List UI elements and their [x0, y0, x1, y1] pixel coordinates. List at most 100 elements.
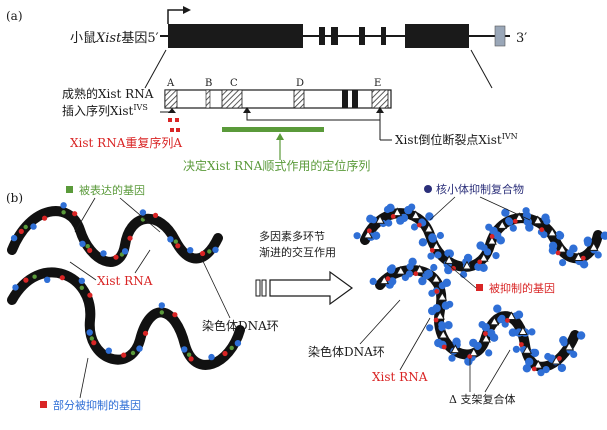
scaffold-triangle: [547, 227, 558, 237]
left-xist-rna-label: Xist RNA: [97, 274, 153, 288]
xist-rna-dot: [59, 275, 65, 281]
expressed-gene-dot: [159, 310, 164, 315]
scaffold-triangle: [532, 215, 543, 225]
repeat-a-mark-3: [170, 128, 174, 132]
right-scaffold-triangles: [363, 207, 599, 369]
nucleolar-complex-blob: [385, 219, 393, 227]
nucleolar-complex-legend: [424, 185, 432, 193]
nucleolar-complex-blob: [541, 213, 550, 222]
progression-arrow: [255, 270, 354, 306]
rna-complex-dot: [139, 209, 147, 216]
xist-rna-dot: [416, 222, 422, 228]
repeat-a-mark-4: [176, 128, 180, 132]
expressed-gene-dot: [130, 350, 136, 356]
xist-rna-dot: [433, 317, 439, 323]
nucleolar-complex-blob: [496, 236, 505, 245]
expansion-line-left: [144, 49, 167, 89]
scaffold-triangle: [487, 235, 497, 245]
nucleolar-complex-blob: [508, 328, 518, 337]
nucleolar-complex-blob: [525, 357, 534, 366]
middle-text-line1: 多因素多环节: [259, 229, 325, 243]
exon-5: [381, 27, 386, 45]
nucleolar-complex-blob: [436, 231, 444, 240]
nucleolar-complex-blob: [438, 324, 446, 332]
expressed-gene-dot: [89, 336, 95, 341]
transcription-start-arrowhead: [183, 6, 191, 14]
xist-rna-dot: [87, 292, 93, 298]
nucleolar-complex-blob: [424, 269, 433, 278]
repeat-a-label: Xist RNA重复序列A: [70, 135, 182, 150]
nucleolar-complex-blob: [489, 333, 499, 342]
xist-rna-dot: [385, 276, 391, 282]
repeat-letters: A B C D E: [166, 78, 381, 89]
nucleolar-complex-blob: [509, 224, 517, 232]
xist-rna-dot: [152, 212, 159, 218]
nucleolar-complex-blob: [406, 263, 414, 271]
nucleolar-complex-blob: [452, 337, 461, 346]
rna-complex-dot: [100, 250, 107, 257]
nucleolar-complex-blob: [566, 249, 574, 257]
nucleolar-complex-blob: [522, 207, 530, 215]
nucleolar-complex-blob: [401, 273, 409, 282]
nucleolar-complex-blob: [430, 263, 438, 272]
scaffold-triangle: [431, 241, 442, 250]
xist-rna-dot: [87, 247, 93, 253]
middle-text-line2: 渐进的交互作用: [259, 245, 336, 259]
xist-rna-dot: [175, 243, 181, 249]
scaffold-triangle: [462, 260, 472, 270]
expressed-gene-label: 被表达的基因: [79, 183, 145, 197]
xist-rna-dot: [434, 289, 440, 294]
xist-rna-dot: [127, 235, 133, 241]
expressed-gene-dot: [79, 285, 85, 290]
xist-rna-dot: [200, 250, 206, 257]
xist-rna-dot: [519, 342, 524, 347]
nucleolar-complex-blob: [434, 338, 443, 348]
rna-complex-dot: [86, 329, 93, 336]
exon-3: [331, 27, 338, 45]
nucleolar-complex-blob: [570, 350, 578, 358]
scaffold-triangle: [468, 347, 479, 357]
nucleolar-complex-blob: [418, 238, 428, 247]
ivs-arrowhead: [168, 108, 176, 113]
nucleolar-complex-blob: [557, 363, 567, 373]
rna-complex-dot: [158, 302, 165, 309]
scaffold-triangle: [450, 344, 461, 354]
panel-a-label: (a): [6, 9, 23, 23]
scaffold-triangle: [438, 329, 449, 339]
exon-6: [405, 24, 469, 48]
nucleolar-complex-blob: [353, 232, 361, 240]
rna-complex-dot: [10, 234, 18, 242]
nucleolar-complex-blob: [448, 354, 456, 362]
nucleolar-complex-blob: [426, 324, 434, 332]
repeat-letter-a: A: [166, 78, 175, 89]
breakpoint-bracket: [246, 108, 380, 121]
scaffold-triangle: [414, 264, 425, 274]
scaffold-complex-label: Δ 支架复合体: [449, 392, 515, 406]
nucleolar-complex-blob: [427, 252, 435, 260]
right-marker-dots: [366, 214, 586, 372]
nucleolar-complex-blob: [480, 244, 488, 252]
rna-label-line2: 插入序列XistIVS: [62, 103, 148, 118]
exon-1: [168, 24, 303, 48]
partially-repressed-label: 部分被抑制的基因: [53, 398, 141, 412]
nucleolar-complex-blob: [528, 328, 536, 336]
nucleolar-complex-blob: [396, 216, 405, 225]
nucleolar-complex-blob: [548, 241, 558, 250]
expressed-gene-dot: [207, 249, 212, 254]
nucleolar-complex-blob: [555, 230, 563, 238]
scaffold-triangle: [573, 252, 584, 262]
xist-rna-dot: [72, 211, 78, 217]
expansion-line-right: [470, 49, 493, 89]
exon-4: [359, 27, 365, 45]
panel-a: (a) 小鼠Xist基因5′ 3′ 成熟的Xist RNA 插入序列XistIV…: [6, 6, 527, 173]
scaffold-triangle: [564, 341, 575, 351]
scaffold-triangle: [375, 215, 385, 224]
repeat-c: [221, 89, 243, 109]
nucleolar-complex-blob: [493, 304, 502, 313]
nucleolar-complex-blob: [446, 300, 454, 308]
xist-rna-dot: [580, 255, 586, 261]
xist-rna-dot: [142, 330, 149, 336]
scaffold-triangle: [557, 243, 567, 253]
xist-rna-dot: [505, 318, 510, 323]
left-chromatin: [7, 202, 245, 370]
